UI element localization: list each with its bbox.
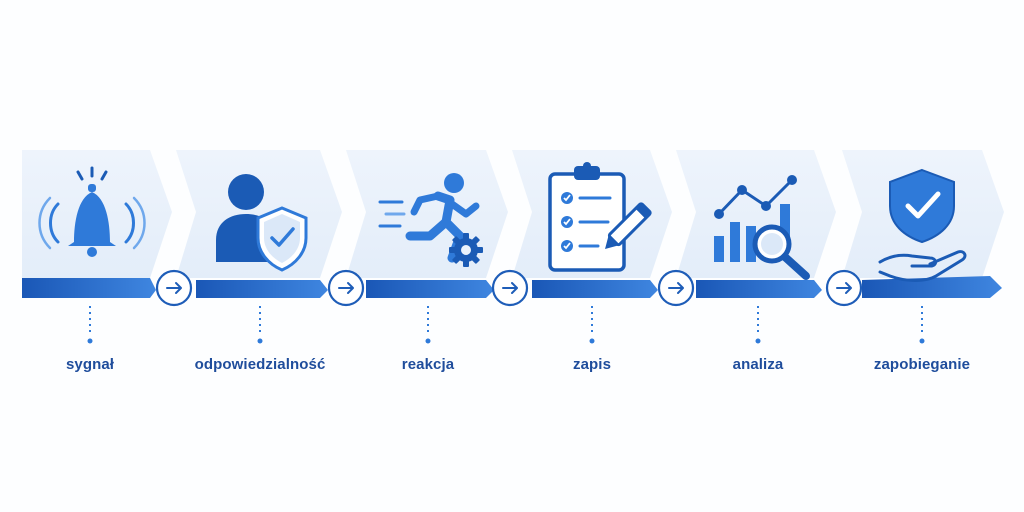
ribbon-segment-4: [532, 280, 658, 298]
bell-icon: [38, 166, 146, 257]
label-leaders: [87, 306, 925, 344]
arrow-right-icon: [166, 282, 182, 294]
leader-3: [425, 306, 431, 344]
step-label-2: odpowiedzialność: [194, 356, 326, 373]
leader-4: [589, 306, 595, 344]
ribbon-segment-3: [366, 280, 494, 298]
ribbon-segment-1: [22, 278, 156, 298]
step-panel-3: [346, 150, 508, 278]
arrow-right-icon: [502, 282, 518, 294]
step-label-3: reakcja: [401, 356, 455, 373]
connector-4: [657, 269, 695, 307]
leader-6: [919, 306, 925, 344]
person-shield-icon: [216, 174, 308, 272]
step-label-1: sygnał: [65, 356, 115, 373]
connector-5: [825, 269, 863, 307]
leader-2: [257, 306, 263, 344]
leader-1: [87, 306, 93, 344]
step-label-6: zapobieganie: [873, 356, 971, 373]
ribbon: [22, 276, 1002, 298]
arrow-right-icon: [836, 282, 852, 294]
step-panels: [22, 150, 1004, 278]
running-person-gear-icon: [378, 173, 483, 267]
arrow-right-icon: [338, 282, 354, 294]
connector-2: [327, 269, 365, 307]
step-label-4: zapis: [572, 356, 612, 373]
ribbon-segment-6: [862, 276, 1002, 298]
connector-3: [491, 269, 529, 307]
ribbon-segment-5: [696, 280, 822, 298]
hand-shield-icon: [878, 168, 967, 282]
chart-magnifier-icon: [714, 175, 810, 280]
clipboard-checklist-icon: [548, 162, 652, 272]
connector-1: [155, 269, 193, 307]
arrow-right-icon: [668, 282, 684, 294]
connectors: [155, 269, 863, 307]
pencil-icon: [605, 202, 652, 249]
ribbon-segment-2: [196, 280, 328, 298]
gear-icon: [449, 233, 483, 267]
leader-5: [755, 306, 761, 344]
step-label-5: analiza: [732, 356, 784, 373]
